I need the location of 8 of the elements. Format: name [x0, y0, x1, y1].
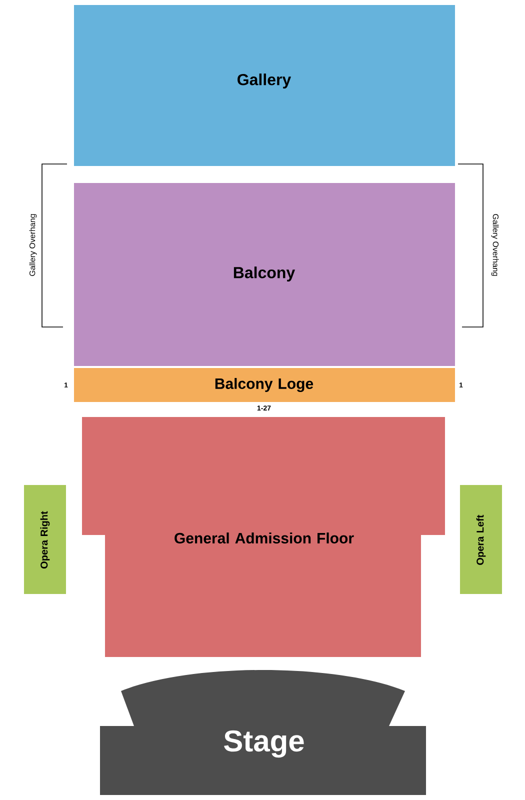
overhang-label: Gallery Overhang [491, 214, 499, 276]
seating-section: Balcony Loge [74, 368, 455, 402]
seating-section: Opera Left [460, 485, 502, 594]
seating-section: Opera Right [24, 485, 66, 594]
seating-section: General Admission Floor [82, 417, 445, 657]
overhang-label: Gallery Overhang [29, 214, 37, 276]
seating-section: Balcony [74, 183, 455, 366]
seating-section: Gallery [74, 5, 455, 166]
